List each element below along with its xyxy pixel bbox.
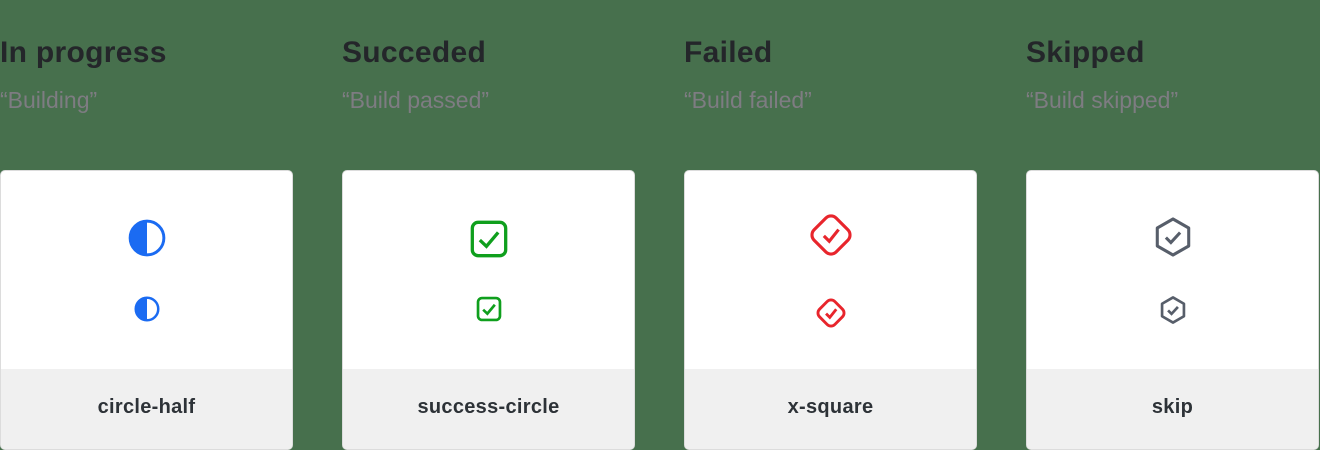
check-hexagon-icon bbox=[1150, 214, 1196, 260]
icon-preview-area bbox=[1, 171, 292, 369]
column-title: Succeded bbox=[342, 36, 487, 69]
check-square-icon bbox=[467, 217, 511, 261]
icon-preview-area bbox=[1027, 171, 1318, 369]
check-diamond-icon bbox=[805, 209, 857, 261]
status-column-succeded: Succeded “Build passed” success-circle bbox=[342, 38, 635, 450]
icon-preview-area bbox=[343, 171, 634, 369]
circle-half-icon-small bbox=[132, 294, 162, 324]
icon-card-skip: skip bbox=[1026, 170, 1319, 450]
column-title: In progress bbox=[0, 36, 167, 69]
icon-card-circle-half: circle-half bbox=[0, 170, 293, 450]
icon-name-label: circle-half bbox=[1, 369, 292, 449]
column-subtitle: “Build skipped” bbox=[1026, 87, 1179, 113]
icon-name-label: skip bbox=[1027, 369, 1318, 449]
column-title: Failed bbox=[684, 36, 773, 69]
column-subtitle: “Build failed” bbox=[684, 87, 812, 113]
icon-preview-area bbox=[685, 171, 976, 369]
icon-card-x-square: x-square bbox=[684, 170, 977, 450]
column-title: Skipped bbox=[1026, 36, 1145, 69]
circle-half-icon bbox=[125, 216, 169, 260]
column-subtitle: “Building” bbox=[0, 87, 98, 113]
status-column-in-progress: In progress “Building” circle-half bbox=[0, 38, 293, 450]
column-subtitle: “Build passed” bbox=[342, 87, 490, 113]
status-column-failed: Failed “Build failed” x-square bbox=[684, 38, 977, 450]
check-hexagon-icon-small bbox=[1157, 294, 1189, 326]
icon-name-label: success-circle bbox=[343, 369, 634, 449]
check-diamond-icon-small bbox=[813, 295, 849, 331]
status-column-skipped: Skipped “Build skipped” skip bbox=[1026, 38, 1319, 450]
check-square-icon-small bbox=[475, 295, 503, 323]
icon-name-label: x-square bbox=[685, 369, 976, 449]
icon-card-success-circle: success-circle bbox=[342, 170, 635, 450]
